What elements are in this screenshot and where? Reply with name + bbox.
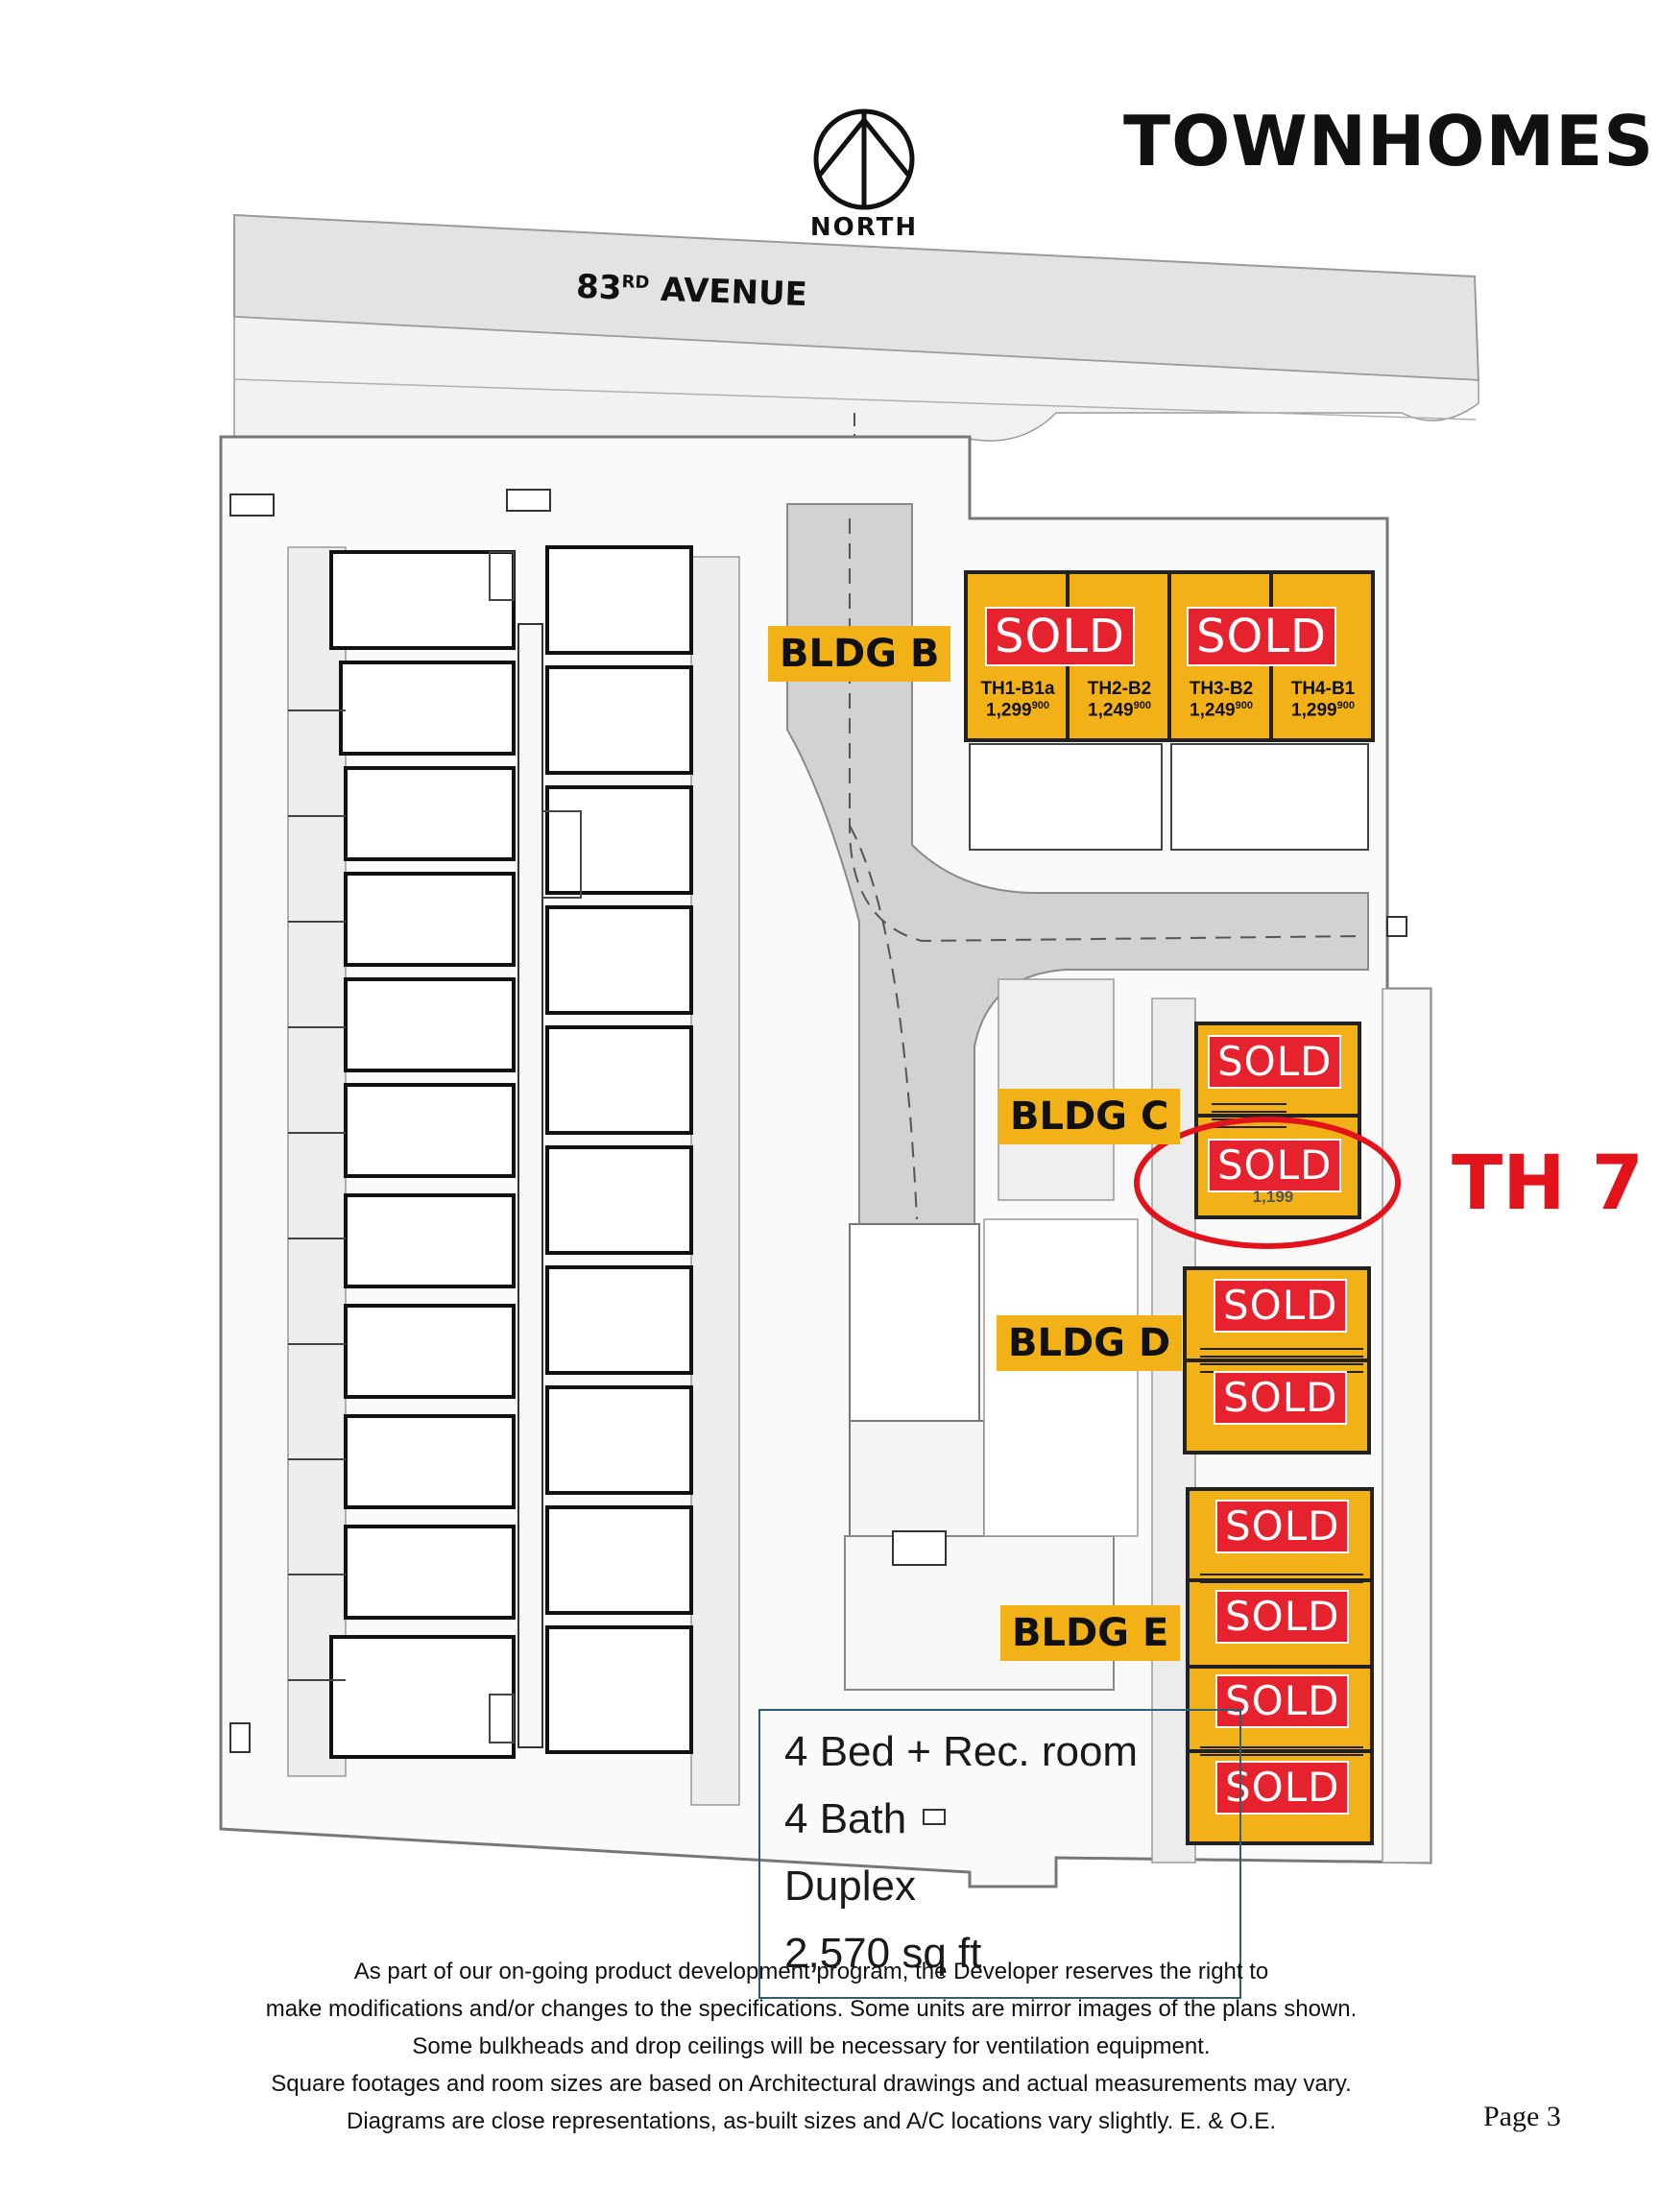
page-number: Page 3: [1483, 2101, 1561, 2132]
disclaimer-line: make modifications and/or changes to the…: [265, 1996, 1358, 2022]
courtyard-block: [849, 1223, 980, 1422]
stairs-lower: [892, 1530, 947, 1566]
sold-badge-th7[interactable]: SOLD: [1208, 1139, 1342, 1192]
north-label: NORTH: [809, 213, 919, 242]
landscape-strip: [983, 1218, 1139, 1537]
sold-badge-e1[interactable]: SOLD: [1215, 1500, 1350, 1553]
west-walkway: [287, 546, 347, 1777]
central-corridor: [517, 623, 543, 1748]
info-type: Duplex: [784, 1863, 916, 1910]
east-property-strip: [1382, 988, 1431, 1863]
street-name: AVENUE: [660, 270, 808, 315]
page-title: TOWNHOMES: [1123, 101, 1655, 181]
disclaimer-line: Diagrams are close representations, as-b…: [347, 2108, 1276, 2134]
bldg-d-label[interactable]: BLDG D: [997, 1315, 1183, 1371]
sold-badge-b1[interactable]: SOLD: [985, 607, 1135, 666]
bldg-b-label[interactable]: BLDG B: [768, 626, 951, 682]
street-number: 83: [575, 267, 623, 308]
unit-price: 1,299: [1291, 700, 1337, 721]
unit-price: 1,249: [1088, 700, 1134, 721]
apartment-details: [288, 551, 582, 1743]
unit-cents: 900: [1336, 699, 1355, 711]
info-bathrooms: 4 Bath: [784, 1795, 907, 1842]
sold-badge-e3[interactable]: SOLD: [1215, 1674, 1350, 1728]
sold-badge-c1[interactable]: SOLD: [1208, 1035, 1342, 1089]
sold-badge-b2[interactable]: SOLD: [1187, 607, 1336, 666]
unit-code: TH2-B2: [1087, 679, 1152, 699]
unit-info-tooltip: [758, 1709, 1241, 1999]
north-arrow-icon: [813, 108, 915, 210]
sidewalk-line: [233, 378, 1477, 421]
disclaimer-text: As part of our on-going product developm…: [192, 1953, 1431, 2140]
sold-badge-e2[interactable]: SOLD: [1215, 1590, 1350, 1644]
sold-badge-e4[interactable]: SOLD: [1215, 1761, 1350, 1815]
th7-partial-price: 1,199: [1252, 1188, 1294, 1206]
east-unit-column: [545, 545, 693, 1754]
unit-price: 1,299: [986, 700, 1032, 721]
unit-cents: 900: [1031, 699, 1049, 711]
driveway-dashed-guide-2: [849, 825, 918, 1220]
driveway-dashed-guide: [849, 518, 1364, 943]
utility-boxes: [229, 489, 1407, 1825]
unit-code: TH3-B2: [1189, 679, 1254, 699]
bldg-c-label[interactable]: BLDG C: [998, 1089, 1181, 1144]
th7-highlight-ellipse: [1134, 1117, 1401, 1249]
disclaimer-line: Some bulkheads and drop ceilings will be…: [412, 2033, 1211, 2059]
bldg-b-rear-yards: [969, 743, 1369, 851]
unit-code: TH1-B1a: [980, 679, 1055, 699]
info-bedrooms: 4 Bed + Rec. room: [784, 1728, 1139, 1775]
disclaimer-line: Square footages and room sizes are based…: [271, 2071, 1352, 2097]
sold-badge-d2[interactable]: SOLD: [1214, 1371, 1348, 1425]
unit-code: TH4-B1: [1290, 679, 1356, 699]
west-unit-column: [329, 550, 516, 1759]
street-suffix: RD: [621, 272, 650, 294]
sold-badge-d1[interactable]: SOLD: [1214, 1279, 1348, 1333]
east-walkway: [690, 556, 740, 1806]
unit-cents: 900: [1235, 699, 1253, 711]
unit-price: 1,249: [1190, 700, 1236, 721]
unit-cents: 900: [1133, 699, 1151, 711]
courtyard-block-2: [849, 1420, 985, 1537]
info-area: 2,570 sq ft: [784, 1930, 982, 1977]
bldg-e-label[interactable]: BLDG E: [1000, 1605, 1181, 1661]
th7-callout: TH 7: [1452, 1141, 1644, 1227]
disclaimer-line: As part of our on-going product developm…: [353, 1959, 1269, 1984]
